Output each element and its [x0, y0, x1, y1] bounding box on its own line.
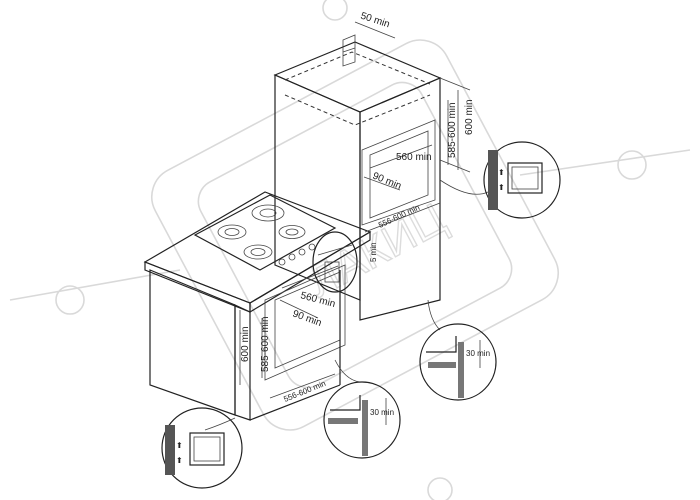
arrow-up-icon: ⬆: [176, 456, 183, 465]
lower-offset-label: 90 min: [291, 308, 323, 329]
upper-height-range-label: 585-600 min: [447, 102, 458, 158]
gas-hob: [193, 194, 337, 271]
detail-gap-right-label: 30 min: [466, 349, 490, 358]
detail-circle-upper-right: ⬆ ⬆: [439, 141, 561, 219]
upper-cabinet: [273, 34, 442, 321]
dimension-lines: [239, 21, 471, 399]
lower-height-range-label: 585-600 min: [260, 316, 271, 372]
arrow-up-icon: ⬆: [498, 168, 505, 177]
detail-circle-lower-left: ⬆ ⬆: [161, 407, 243, 489]
lower-height-label: 600 min: [240, 326, 251, 362]
side-gap-label: 5 min: [369, 242, 378, 262]
arrow-up-icon: ⬆: [498, 183, 505, 192]
gas-connector: [312, 231, 358, 293]
lower-cabinet: [143, 191, 372, 421]
detail-circle-bottom-right: 30 min: [419, 299, 497, 401]
detail-circle-bottom-center: 30 min: [323, 359, 401, 459]
watermark-logo: ЛАКИЦ: [9, 0, 691, 500]
arrow-up-icon: ⬆: [176, 441, 183, 450]
detail-gap-left-label: 30 min: [370, 408, 394, 417]
upper-offset-label: 90 min: [371, 171, 403, 192]
top-gap-label: 50 min: [359, 11, 391, 31]
upper-depth-label: 560 min: [396, 152, 432, 163]
upper-height-label: 600 min: [464, 99, 475, 135]
